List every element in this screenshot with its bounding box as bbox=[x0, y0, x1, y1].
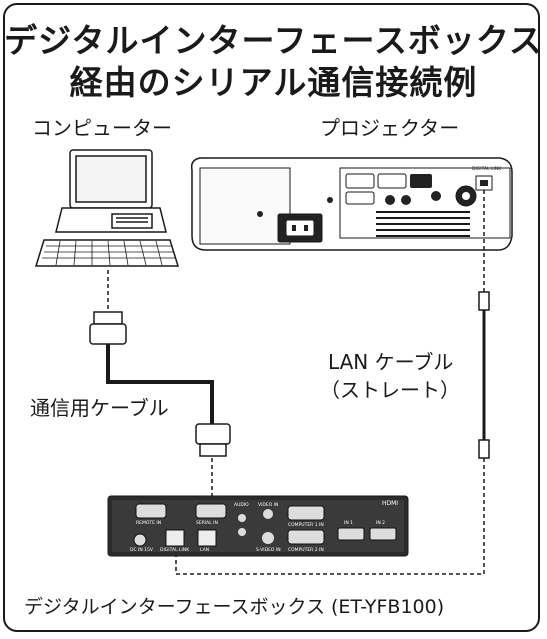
lan-cable-label: LAN ケーブル bbox=[328, 350, 454, 374]
computer-label: コンピューター bbox=[32, 116, 172, 140]
box-port-video-in: VIDEO IN bbox=[258, 502, 278, 508]
box-port-serial-in: SERIAL IN bbox=[196, 520, 218, 526]
box-port-audio: AUDIO bbox=[234, 502, 249, 508]
interface-box-illustration: REMOTE IN SERIAL IN AUDIO VIDEO IN COMPU… bbox=[107, 495, 409, 557]
box-port-lan: LAN bbox=[200, 547, 209, 553]
title-line-2: 経由のシリアル通信接続例 bbox=[69, 63, 478, 102]
serial-cable bbox=[89, 311, 231, 457]
title-line-1: デジタルインターフェースボックス bbox=[4, 21, 543, 60]
lan-cable bbox=[175, 190, 490, 575]
box-port-digital-link: DIGITAL LINK bbox=[160, 547, 190, 553]
box-port-hdmi-in1: IN 1 bbox=[344, 520, 353, 526]
computer-illustration bbox=[34, 149, 180, 267]
box-port-hdmi: HDMI bbox=[382, 500, 398, 507]
box-port-svideo-in: S-VIDEO IN bbox=[256, 547, 281, 553]
projector-label: プロジェクター bbox=[320, 116, 460, 140]
box-port-computer2-in: COMPUTER 2 IN bbox=[288, 547, 324, 553]
box-port-remote-in: REMOTE IN bbox=[136, 520, 161, 526]
box-port-hdmi-in2: IN 2 bbox=[376, 520, 385, 526]
serial-cable-label: 通信用ケーブル bbox=[30, 396, 169, 420]
box-port-computer1-in: COMPUTER 1 IN bbox=[288, 522, 324, 528]
box-port-dc-in: DC IN 15V bbox=[130, 547, 154, 553]
projector-illustration bbox=[190, 157, 513, 251]
projector-port-digital-link: DIGITAL LINK bbox=[472, 166, 502, 172]
lan-cable-type-label: （ストレート） bbox=[320, 378, 460, 402]
interface-box-label: デジタルインターフェースボックス (ET-YFB100) bbox=[24, 596, 445, 618]
